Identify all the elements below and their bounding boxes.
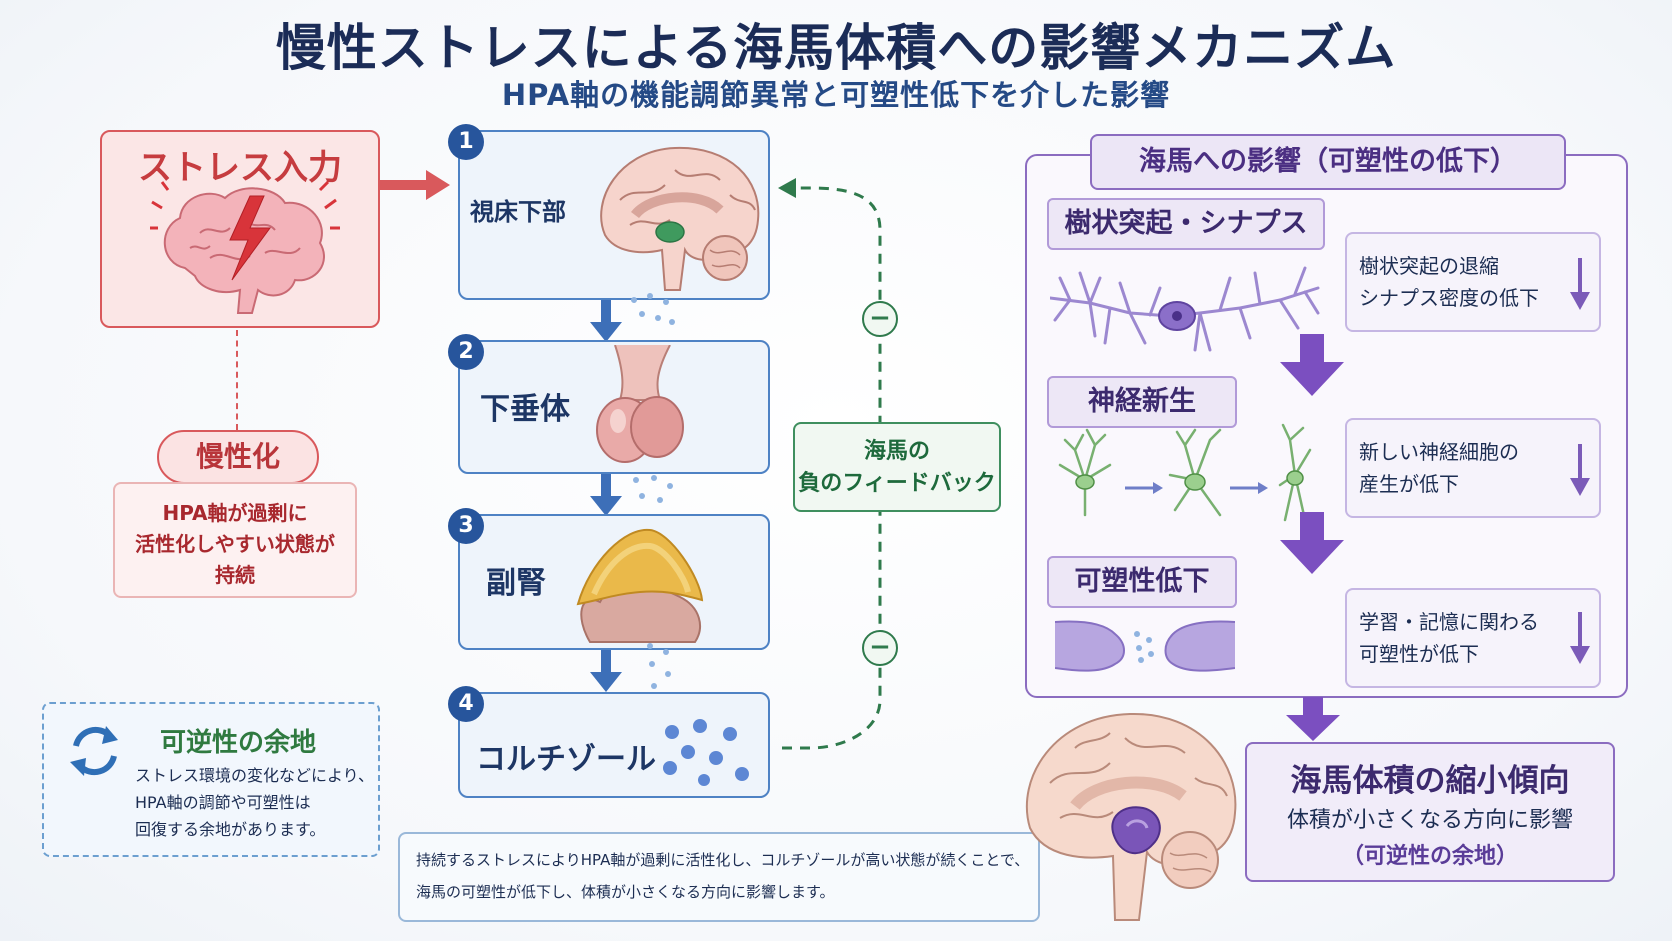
- page-title: 慢性ストレスによる海馬体積への影響メカニズム: [275, 19, 1397, 77]
- cortisol-molecules-icon: [663, 719, 749, 786]
- down-arrow-icon: [590, 300, 622, 342]
- summary-note: 持続するストレスによりHPA軸が過剰に活性化し、コルチゾールが高い状態が続くこと…: [398, 832, 1040, 922]
- cortisol-label: コルチゾール: [476, 742, 656, 777]
- result-text: 体積が小さくなる方向に影響: [1286, 808, 1573, 833]
- feedback-line: 負のフィードバック: [798, 471, 996, 496]
- inhibition-minus-icon: −: [862, 301, 898, 337]
- plasticity-effect: 学習・記憶に関わる 可塑性が低下: [1345, 588, 1601, 688]
- step-number: 3: [448, 508, 484, 544]
- adrenal-gland-icon: [576, 528, 704, 643]
- chronic-line: HPA軸が過剰に: [162, 501, 308, 525]
- decrease-arrow-icon: [1570, 444, 1590, 496]
- stressed-brain-icon: [150, 180, 340, 314]
- adrenal-label: 副腎: [486, 566, 546, 601]
- reversibility-text: ストレス環境の変化などにより、 HPA軸の調節や可塑性は 回復する余地があります…: [135, 762, 375, 843]
- recycle-arrows-icon: [70, 726, 118, 776]
- effect-line: 可塑性が低下: [1359, 642, 1479, 666]
- reversibility-line: HPA軸の調節や可塑性は: [135, 793, 311, 812]
- effect-line: 学習・記憶に関わる: [1359, 610, 1539, 634]
- reversibility-line: ストレス環境の変化などにより、: [135, 766, 375, 785]
- panel-down-arrow-icon: [1280, 334, 1344, 396]
- negative-feedback-label: 海馬の 負のフィードバック: [793, 422, 1001, 512]
- chronic-label: 慢性化: [157, 430, 319, 484]
- neurogenesis-cells-icon: [1058, 423, 1312, 522]
- effect-line: 新しい神経細胞の: [1359, 440, 1519, 464]
- brain-hippocampus-icon: [1025, 712, 1237, 921]
- result-box: [1245, 742, 1615, 882]
- pituitary-gland-icon: [596, 345, 684, 463]
- step-number: 4: [448, 686, 484, 722]
- neuron-dendrites-icon: [1050, 266, 1320, 352]
- decrease-arrow-icon: [1570, 612, 1590, 664]
- chronic-description: HPA軸が過剰に 活性化しやすい状態が 持続: [113, 482, 357, 598]
- panel-down-arrow-icon: [1280, 512, 1344, 574]
- cortisol-box: [458, 692, 770, 798]
- effect-line: 産生が低下: [1359, 472, 1459, 496]
- reversibility-line: 回復する余地があります。: [135, 820, 326, 839]
- chronic-connector: [236, 330, 238, 430]
- result-reversibility-note: （可逆性の余地）: [1341, 844, 1518, 869]
- negative-feedback-loop: [778, 178, 882, 750]
- decrease-arrow-icon: [1570, 258, 1590, 310]
- effect-line: 樹状突起の退縮: [1359, 254, 1499, 278]
- hormone-dots-icon: [633, 475, 673, 503]
- neurogenesis-title: 神経新生: [1047, 376, 1237, 428]
- reversibility-box: [42, 702, 380, 857]
- step-number: 1: [448, 124, 484, 160]
- panel-to-result-arrow-icon: [1286, 697, 1340, 741]
- note-line: 持続するストレスによりHPA軸が過剰に活性化し、コルチゾールが高い状態が続くこと…: [416, 851, 1030, 869]
- chronic-line: 持続: [215, 563, 255, 587]
- step-number: 2: [448, 334, 484, 370]
- note-line: 海馬の可塑性が低下し、体積が小さくなる方向に影響します。: [416, 883, 835, 901]
- inhibition-minus-icon: −: [862, 630, 898, 666]
- neurogenesis-effect: 新しい神経細胞の 産生が低下: [1345, 418, 1601, 518]
- down-arrow-icon: [590, 650, 622, 692]
- pituitary-label: 下垂体: [480, 392, 570, 427]
- synapse-icon: [1055, 620, 1235, 672]
- dendrite-synapse-title: 樹状突起・シナプス: [1047, 198, 1325, 250]
- feedback-line: 海馬の: [863, 439, 930, 464]
- page-subtitle: HPA軸の機能調節異常と可塑性低下を介した影響: [501, 78, 1171, 112]
- stress-input-title: ストレス入力: [138, 148, 342, 188]
- dendrite-synapse-effect: 樹状突起の退縮 シナプス密度の低下: [1345, 232, 1601, 332]
- effect-line: シナプス密度の低下: [1359, 286, 1539, 310]
- result-title: 海馬体積の縮小傾向: [1290, 763, 1570, 799]
- hippocampus-panel-title: 海馬への影響（可塑性の低下）: [1090, 134, 1566, 190]
- hormone-dots-icon: [631, 293, 675, 325]
- stress-to-hypothalamus-arrow: [380, 170, 450, 200]
- reversibility-title: 可逆性の余地: [160, 728, 317, 758]
- down-arrow-icon: [590, 474, 622, 516]
- chronic-line: 活性化しやすい状態が: [135, 532, 335, 556]
- plasticity-title: 可塑性低下: [1047, 556, 1237, 608]
- hypothalamus-label: 視床下部: [470, 198, 566, 226]
- brain-sagittal-icon: [600, 146, 760, 291]
